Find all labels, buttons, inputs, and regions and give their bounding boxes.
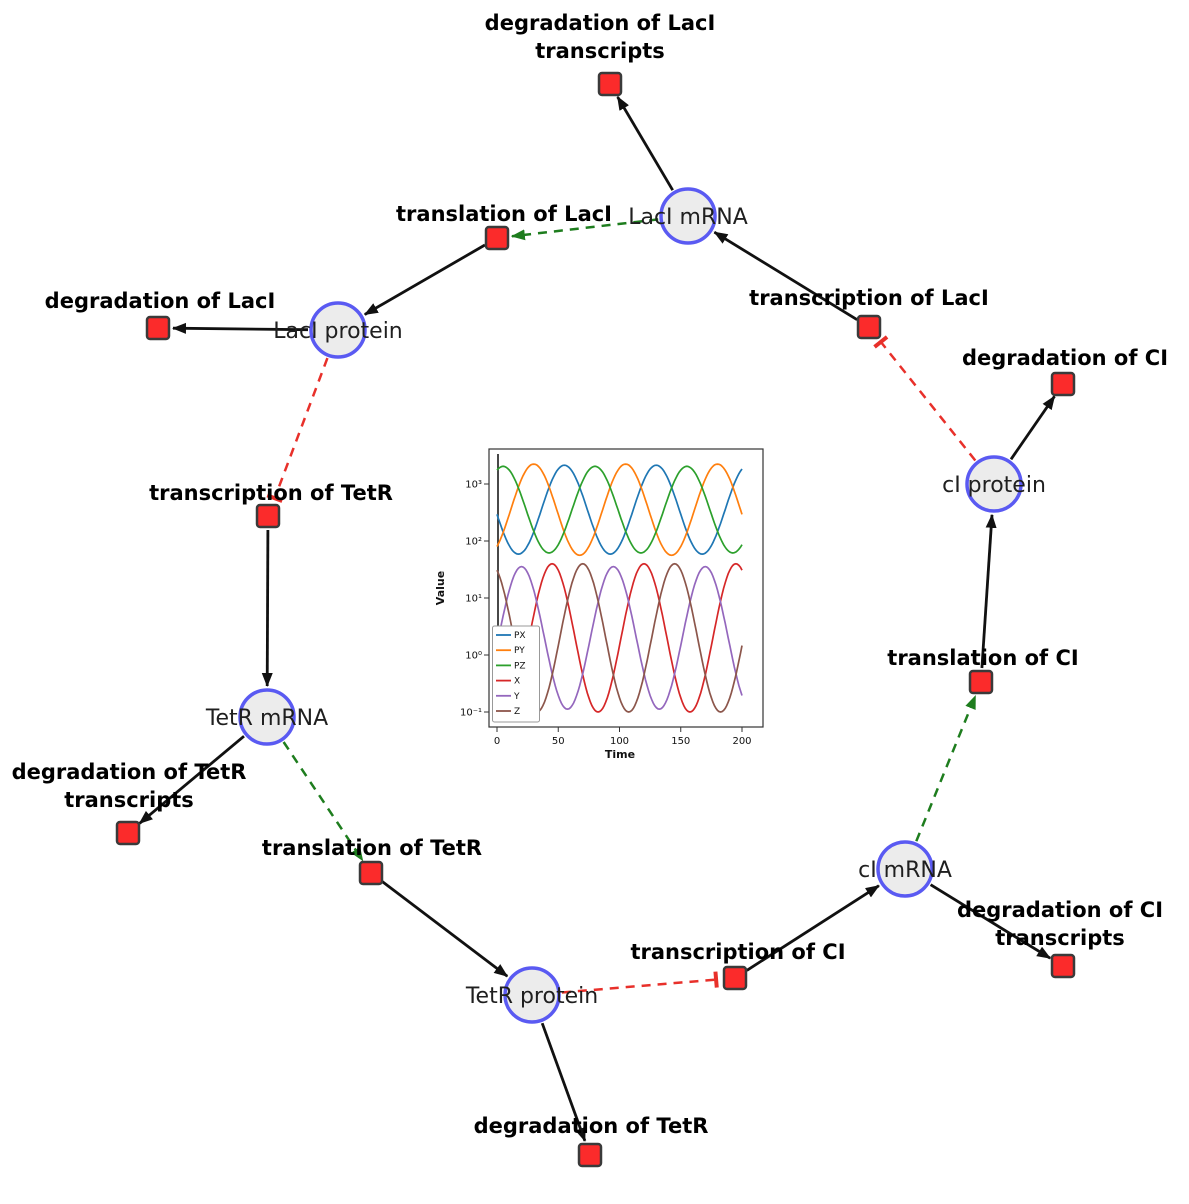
reaction-node-transl_laci[interactable]	[484, 225, 510, 251]
reaction-node-tx_laci[interactable]	[856, 314, 882, 340]
species-label-ci_protein: cI protein	[942, 473, 1046, 498]
y-tick-label: 10⁻¹	[460, 708, 482, 719]
series-line-Y	[496, 565, 743, 710]
species-label-laci_protein: LacI protein	[273, 319, 403, 344]
x-tick-label: 0	[494, 736, 500, 747]
edge-production-tx_ci-ci_mrna	[746, 884, 880, 972]
reaction-label-deg_laci_tx-line-0: degradation of LacI	[485, 11, 716, 35]
reaction-label-deg_ci-line-0: degradation of CI	[962, 346, 1168, 370]
legend-item-Y: Y	[513, 692, 520, 702]
chart-x-axis-label: Time	[605, 748, 635, 761]
reaction-label-deg_tetr_tx-line-1: transcripts	[64, 788, 194, 812]
reaction-node-transl_ci[interactable]	[968, 669, 994, 695]
reaction-label-tx_ci-line-0: transcription of CI	[630, 940, 845, 964]
edge-consumption-tetr_mrna-deg_tetr_tx	[138, 735, 245, 825]
x-tick-label: 100	[610, 736, 629, 747]
series-line-PY	[496, 463, 743, 557]
species-label-laci_mrna: LacI mRNA	[628, 205, 748, 230]
x-tick-label: 200	[732, 736, 751, 747]
chart-legend: PX PY PZ XYZ	[492, 625, 540, 723]
reaction-label-deg_tetr_tx-line-0: degradation of TetR	[12, 760, 247, 784]
edge-inhibition-tetr_protein-tx_ci	[561, 971, 719, 994]
edge-consumption-ci_mrna-deg_ci_tx	[929, 883, 1052, 960]
reaction-node-deg_laci_tx[interactable]	[597, 71, 623, 97]
species-node-tetr_protein[interactable]	[503, 966, 561, 1024]
reaction-label-deg_ci_tx-line-0: degradation of CI	[957, 898, 1163, 922]
species-label-ci_mrna: cI mRNA	[858, 858, 952, 883]
edge-production-tx_tetr-tetr_mrna	[261, 529, 273, 687]
edge-consumption-laci_protein-deg_laci	[172, 322, 309, 334]
edge-production-transl_tetr-tetr_protein	[381, 880, 509, 978]
series-line-X	[496, 562, 743, 713]
edge-consumption-tetr_protein-deg_tetr	[540, 1022, 587, 1142]
y-tick-label: 10²	[465, 537, 482, 548]
reaction-node-deg_tetr_tx[interactable]	[115, 820, 141, 846]
y-tick-label: 10¹	[465, 594, 482, 605]
x-tick-label: 50	[552, 736, 565, 747]
reaction-node-deg_ci[interactable]	[1050, 371, 1076, 397]
species-label-tetr_mrna: TetR mRNA	[205, 706, 328, 731]
reaction-node-tx_tetr[interactable]	[255, 503, 281, 529]
chart-y-axis-label: Value	[434, 571, 447, 605]
legend-item-Z: Z	[514, 707, 520, 717]
labels-layer: degradation of LacI transcripts translatio…	[12, 11, 1168, 1138]
edge-modifier-ci_mrna-transl_ci	[915, 694, 977, 842]
reaction-node-tx_ci[interactable]	[722, 965, 748, 991]
species-node-laci_protein[interactable]	[309, 301, 367, 359]
chart-axes: 0 50 100 150 200 10⁻¹ 10⁰ 10¹ 10² 10³	[460, 480, 752, 748]
species-node-tetr_mrna[interactable]	[238, 688, 296, 746]
reaction-node-deg_tetr[interactable]	[577, 1142, 603, 1168]
y-tick-label: 10³	[465, 480, 482, 491]
edge-consumption-laci_mrna-deg_laci_tx	[616, 96, 674, 191]
reaction-node-deg_laci[interactable]	[145, 315, 171, 341]
reaction-label-deg_laci_tx-line-1: transcripts	[535, 39, 665, 63]
edges-layer	[138, 96, 1056, 1142]
legend-item-X: X	[514, 677, 520, 687]
edge-production-transl_laci-laci_protein	[363, 243, 486, 316]
series-line-PX	[496, 464, 743, 555]
edge-production-transl_ci-ci_protein	[980, 513, 997, 669]
species-node-ci_protein[interactable]	[965, 455, 1023, 513]
species-node-laci_mrna[interactable]	[659, 187, 717, 245]
edge-modifier-tetr_mrna-transl_tetr	[282, 741, 364, 862]
reaction-label-transl_laci-line-0: translation of LacI	[396, 202, 612, 226]
edge-modifier-laci_mrna-transl_laci	[510, 218, 659, 241]
reaction-label-tx_tetr-line-0: transcription of TetR	[149, 481, 393, 505]
y-tick-label: 10⁰	[465, 651, 482, 662]
reaction-label-transl_ci-line-0: translation of CI	[887, 646, 1078, 670]
reaction-label-deg_tetr-line-0: degradation of TetR	[474, 1114, 709, 1138]
legend-item-PY: PY	[514, 646, 525, 656]
legend-item-PZ: PZ	[514, 661, 526, 671]
species-node-ci_mrna[interactable]	[876, 840, 934, 898]
edge-production-tx_laci-laci_mrna	[713, 231, 858, 321]
reaction-label-tx_laci-line-0: transcription of LacI	[749, 286, 989, 310]
edge-consumption-ci_protein-deg_ci	[1009, 395, 1056, 461]
series-line-PZ	[496, 465, 743, 554]
nodes-layer	[115, 71, 1076, 1168]
x-tick-label: 150	[671, 736, 690, 747]
reaction-label-deg_laci-line-0: degradation of LacI	[45, 289, 276, 313]
reaction-label-deg_ci_tx-line-1: transcripts	[995, 926, 1125, 950]
species-label-tetr_protein: TetR protein	[465, 984, 598, 1009]
reaction-node-transl_tetr[interactable]	[358, 860, 384, 886]
legend-item-PX: PX	[514, 631, 526, 641]
reaction-label-transl_tetr-line-0: translation of TetR	[262, 836, 482, 860]
edge-inhibition-laci_protein-tx_tetr	[266, 357, 329, 503]
reaction-node-deg_ci_tx[interactable]	[1050, 953, 1076, 979]
